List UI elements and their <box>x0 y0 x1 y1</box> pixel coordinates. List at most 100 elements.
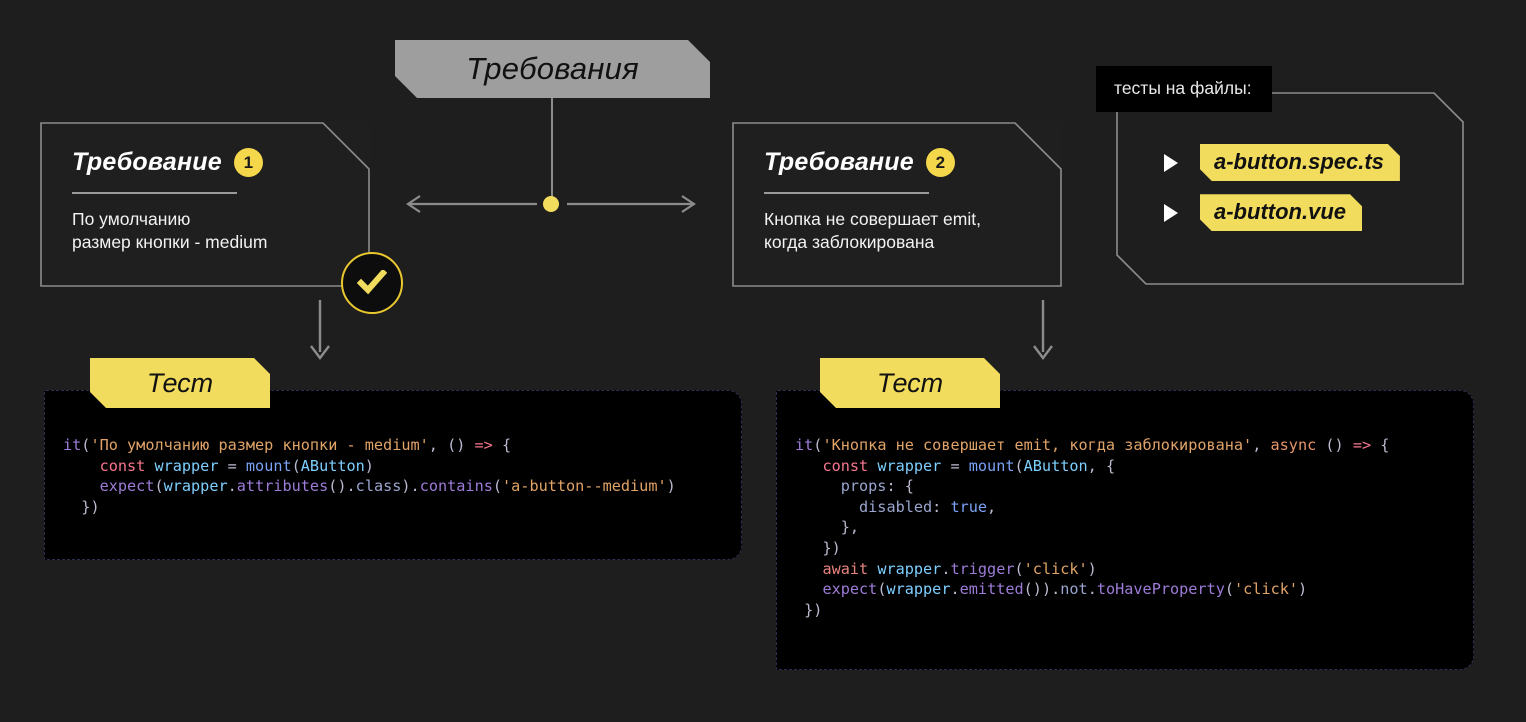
code-token: class <box>355 477 402 496</box>
code-token: 'click' <box>1023 559 1088 578</box>
code-token: . <box>346 477 356 496</box>
requirement-card-2: Требование 2 Кнопка не совершает emit, к… <box>732 122 1062 287</box>
code-token: not <box>1060 580 1088 599</box>
requirement-card-1: Требование 1 По умолчанию размер кнопки … <box>40 122 370 287</box>
code-token: trigger <box>950 559 1015 578</box>
code-token: AButton <box>300 456 365 475</box>
code-token: () <box>1316 436 1353 454</box>
code-token: , <box>428 436 448 454</box>
code-token <box>795 560 822 578</box>
arrow-down-icon <box>310 300 330 360</box>
code-token: }) <box>63 497 100 516</box>
code-token: => <box>1352 436 1372 454</box>
list-item[interactable]: a-button.vue <box>1164 194 1400 231</box>
code-token: }) <box>795 538 841 557</box>
code-token: mount <box>968 456 1015 475</box>
code-token <box>868 560 877 578</box>
code-token: expect <box>822 580 878 599</box>
code-token: const <box>99 456 146 475</box>
code-token: ) <box>1087 559 1097 578</box>
code-token: = <box>941 456 969 475</box>
requirement-number-badge: 2 <box>925 148 955 177</box>
code-token: ( <box>1014 559 1024 578</box>
code-token: . <box>227 477 237 496</box>
arrow-down-icon <box>1033 300 1053 360</box>
code-token: wrapper <box>163 477 228 496</box>
code-token: , <box>1252 436 1271 454</box>
code-token: props <box>840 477 887 496</box>
code-token: contains <box>419 477 493 496</box>
check-icon <box>357 270 387 295</box>
code-token: ( <box>492 477 503 496</box>
check-badge <box>341 252 403 314</box>
code-token: ) <box>666 477 676 496</box>
code-token: ( <box>813 436 823 454</box>
code-token: 'a-button--medium' <box>502 477 667 496</box>
files-panel-border <box>1116 92 1464 285</box>
code-token: ()) <box>1023 580 1052 599</box>
code-token: 'Кнопка не совершает emit, когда заблоки… <box>822 436 1253 454</box>
code-token: . <box>941 559 951 578</box>
code-block-2: it('Кнопка не совершает emit, когда забл… <box>776 390 1474 670</box>
code-token: toHaveProperty <box>1096 580 1225 599</box>
code-token: ( <box>1224 580 1235 599</box>
code-token: . <box>410 477 420 496</box>
bidirectional-arrow-icon <box>406 195 696 213</box>
code-token: expect <box>99 477 155 496</box>
code-token: attributes <box>236 477 329 496</box>
title-stem-line <box>551 98 553 198</box>
code-token: () <box>447 436 475 454</box>
code-token: { <box>1371 436 1390 454</box>
triangle-right-icon <box>1164 203 1178 222</box>
test-tag-1: Тест <box>90 358 270 408</box>
code-token <box>795 580 822 598</box>
code-token: : { <box>886 477 914 496</box>
title-banner-label: Требования <box>466 51 639 86</box>
code-token: ( <box>291 456 301 475</box>
down-connector-1 <box>306 300 334 367</box>
code-token <box>63 457 100 475</box>
requirement-title: Требование <box>72 148 222 176</box>
code-token: 'По умолчанию размер кнопки - medium' <box>90 436 429 454</box>
code-token: () <box>328 477 347 496</box>
code-token: mount <box>245 456 292 475</box>
code-token <box>795 477 841 495</box>
code-token: , { <box>1087 456 1116 475</box>
code-token: wrapper <box>877 559 942 578</box>
files-panel: a-button.spec.ts a-button.vue <box>1116 92 1464 285</box>
code-token: await <box>822 559 869 578</box>
code-token: }) <box>795 600 823 619</box>
code-token: => <box>474 436 493 454</box>
down-connector-2 <box>1029 300 1057 367</box>
code-token: { <box>492 436 512 454</box>
code-token: ( <box>877 580 887 599</box>
code-token: ( <box>154 477 164 496</box>
list-item[interactable]: a-button.spec.ts <box>1164 144 1400 181</box>
code-block-1: it('По умолчанию размер кнопки - medium'… <box>44 390 742 560</box>
requirement-body: По умолчанию размер кнопки - medium <box>72 209 268 253</box>
code-token: async <box>1270 436 1317 454</box>
triangle-right-icon <box>1164 153 1178 172</box>
requirement-body: Кнопка не совершает emit, когда заблокир… <box>764 209 981 253</box>
requirement-divider <box>72 192 237 194</box>
code-token: ) <box>1298 580 1308 599</box>
requirement-header: Требование 2 <box>764 148 1034 177</box>
code-token: ( <box>81 436 91 454</box>
code-token: , <box>987 497 997 516</box>
code-token: wrapper <box>886 580 951 599</box>
code-token: . <box>950 580 960 599</box>
code-token <box>795 498 859 516</box>
code-token: AButton <box>1023 456 1088 475</box>
code-token <box>868 457 877 475</box>
code-token: wrapper <box>154 456 219 475</box>
requirement-divider <box>764 192 929 194</box>
file-tag[interactable]: a-button.spec.ts <box>1200 144 1400 181</box>
code-token <box>795 457 822 475</box>
code-token: emitted <box>959 580 1024 599</box>
code-token: : <box>932 497 951 516</box>
requirement-title: Требование <box>764 148 914 176</box>
code-token <box>63 477 100 495</box>
file-tag[interactable]: a-button.vue <box>1200 194 1362 231</box>
title-banner: Требования <box>395 40 710 98</box>
